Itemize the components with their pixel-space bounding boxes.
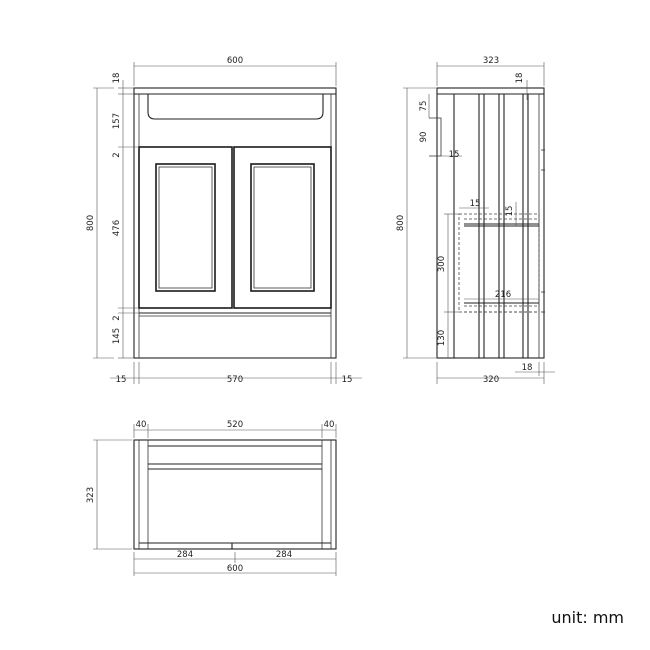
side-shelf-height-label: 300 xyxy=(437,256,447,272)
front-bottom-gap-label: 2 xyxy=(112,315,122,320)
front-height-label: 800 xyxy=(86,215,96,231)
front-view: 600 18 157 2 476 2 145 800 15 570 15 xyxy=(86,56,362,385)
side-height-label: 800 xyxy=(396,215,406,231)
side-dim-75-label: 75 xyxy=(419,101,429,112)
side-dim-15c-label: 15 xyxy=(505,206,515,217)
front-carcass xyxy=(133,87,337,359)
basin-cutout xyxy=(147,94,324,120)
side-shelf-base-label: 130 xyxy=(437,330,447,346)
side-dim-90-label: 90 xyxy=(419,132,429,143)
plan-half-right-label: 284 xyxy=(276,550,292,560)
plan-view: 40 520 40 323 284 284 600 xyxy=(86,420,337,576)
side-back-inset-label: 18 xyxy=(522,363,533,373)
front-inner-width-label: 570 xyxy=(227,375,243,385)
front-side-right-label: 15 xyxy=(342,375,353,385)
plan-depth-label: 323 xyxy=(86,487,96,503)
right-door-panel-inner xyxy=(253,166,312,289)
plan-right-40-label: 40 xyxy=(324,420,335,430)
plan-half-left-label: 284 xyxy=(177,550,193,560)
front-top-rail-label: 157 xyxy=(112,113,122,129)
left-door-panel xyxy=(155,163,216,292)
side-dim-15b-label: 15 xyxy=(470,199,481,209)
plan-inner-520-label: 520 xyxy=(227,420,243,430)
right-door-panel xyxy=(250,163,315,292)
left-door-panel-inner xyxy=(158,166,213,289)
front-width-label: 600 xyxy=(227,56,243,66)
unit-label: unit: mm xyxy=(551,608,624,627)
side-shelf-depth-label: 216 xyxy=(495,290,511,300)
side-depth-top-label: 323 xyxy=(483,56,499,66)
front-door-height-label: 476 xyxy=(112,220,122,236)
front-plinth-label: 145 xyxy=(112,328,122,344)
side-view: 323 18 800 75 90 15 15 15 300 130 216 32 xyxy=(396,56,555,385)
left-door xyxy=(138,146,233,309)
side-carcass xyxy=(436,87,545,359)
front-door-gap-label: 2 xyxy=(112,152,122,157)
right-door xyxy=(233,146,332,309)
cutout-box xyxy=(429,117,442,157)
plan-outline xyxy=(133,439,337,550)
side-top-thickness-label: 18 xyxy=(515,73,525,84)
front-top-thickness-label: 18 xyxy=(112,73,122,84)
side-dim-15a-label: 15 xyxy=(449,150,460,160)
side-depth-bottom-label: 320 xyxy=(483,375,499,385)
front-side-left-label: 15 xyxy=(116,375,127,385)
plan-left-40-label: 40 xyxy=(136,420,147,430)
plan-width-label: 600 xyxy=(227,564,243,574)
